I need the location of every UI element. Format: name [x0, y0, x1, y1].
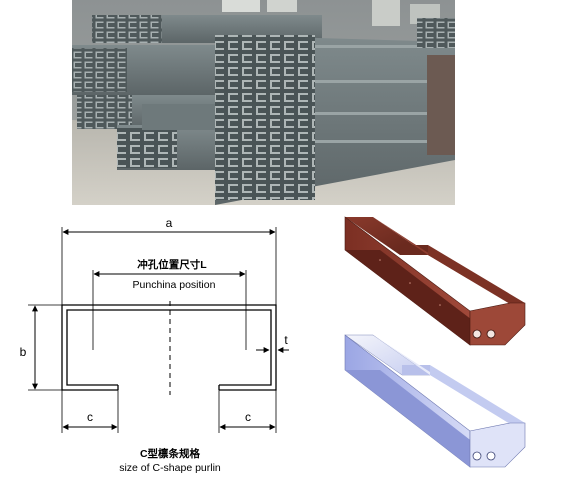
- punch-hole-icon: [472, 329, 482, 339]
- punch-position-en-label: Punchina position: [133, 279, 216, 291]
- punch-hole-icon: [472, 451, 482, 461]
- dim-c-left-label: c: [87, 410, 93, 424]
- painted-c-purlin-illustration: [344, 216, 526, 346]
- dim-c-right-label: c: [245, 410, 251, 424]
- dim-t-label: t: [284, 333, 288, 347]
- dim-a-label: a: [166, 216, 173, 230]
- punch-hole-icon: [486, 329, 496, 339]
- c-profile-inner: [66, 309, 272, 386]
- c-section-drawing: a 冲孔位置尺寸L Punchina position b t c c C型檩条…: [20, 216, 289, 474]
- punch-hole-icon: [486, 451, 496, 461]
- purlin-spec-diagram: a 冲孔位置尺寸L Punchina position b t c c C型檩条…: [20, 216, 526, 474]
- galvanized-c-purlin-illustration: [344, 334, 526, 468]
- c-profile-outer: [61, 304, 277, 391]
- punch-position-cn-label: 冲孔位置尺寸L: [137, 258, 207, 271]
- caption-en: size of C-shape purlin: [119, 462, 221, 474]
- warehouse-purlin-photo: [72, 0, 455, 205]
- caption-cn: C型檩条规格: [140, 447, 201, 460]
- dim-b-label: b: [20, 345, 27, 359]
